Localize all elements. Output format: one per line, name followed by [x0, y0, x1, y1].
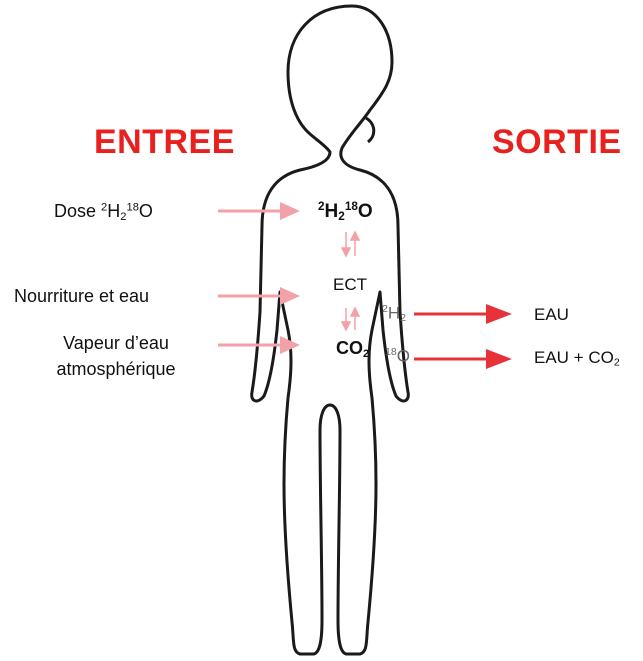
output-heading: SORTIE	[492, 123, 622, 162]
hydrogen-count: 2	[400, 312, 406, 324]
oxygen-isotope-label: 18O	[385, 346, 410, 367]
co2-symbol: CO	[336, 338, 363, 358]
molecule-h-symbol: H	[325, 201, 339, 222]
oxygen-mass: 18	[385, 346, 397, 358]
hydrogen-isotope-label: 2H2	[382, 303, 406, 325]
dose-word: Dose	[54, 201, 96, 221]
co2-count: 2	[363, 348, 369, 360]
molecule-o-symbol: O	[358, 201, 373, 222]
food-water-label: Nourriture et eau	[14, 286, 149, 308]
dose-o-mass: 18	[126, 201, 138, 213]
water-co2-prefix: EAU + CO	[534, 348, 614, 367]
input-heading: ENTREE	[94, 123, 235, 162]
co2-label: CO2	[336, 338, 369, 361]
oxygen-symbol: O	[397, 346, 410, 365]
molecule-o-mass: 18	[345, 200, 358, 213]
water-output-label: EAU	[534, 305, 569, 325]
vapour-label-line2: atmosphérique	[36, 359, 196, 381]
output-arrow-water	[414, 304, 512, 324]
dose-label: Dose 2H218O	[54, 201, 153, 224]
water-co2-output-label: EAU + CO2	[534, 348, 620, 369]
dose-h-symbol: H	[107, 201, 120, 221]
hair-tuft	[366, 118, 374, 142]
water-co2-count: 2	[614, 357, 620, 369]
child-silhouette	[252, 6, 409, 654]
vapour-label-line1: Vapeur d’eau	[36, 333, 196, 355]
dose-o-symbol: O	[139, 201, 153, 221]
output-arrow-water-co2	[414, 349, 512, 369]
ect-label: ECT	[333, 275, 367, 295]
dose-molecule-label: 2H218O	[318, 200, 373, 224]
hydrogen-symbol: H	[388, 303, 400, 322]
